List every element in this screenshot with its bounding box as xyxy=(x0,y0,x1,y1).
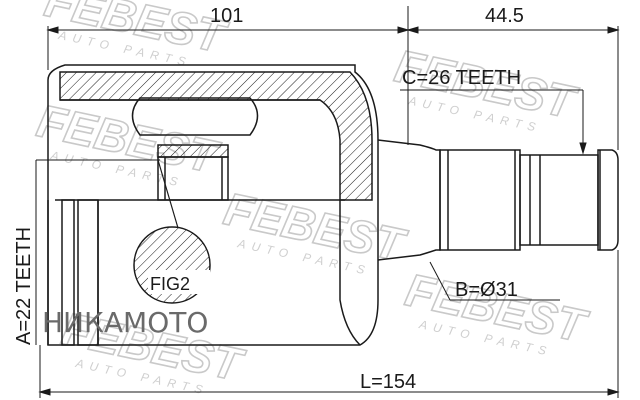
fig2-leader xyxy=(157,159,179,229)
inner-race-body xyxy=(157,156,229,201)
arrow-head xyxy=(579,142,587,155)
diameter-leader xyxy=(429,261,451,301)
shaft-body xyxy=(439,149,521,251)
dimensions xyxy=(35,6,620,398)
dimension-labels: 101 44.5 C=26 TEETH B=Ø31 L=154 A=22 TEE… xyxy=(13,5,524,393)
dim-label-outer-teeth: C=26 TEETH xyxy=(402,67,521,89)
inner-race-hatched xyxy=(157,144,229,158)
flange-groove-1 xyxy=(61,199,75,346)
fig2-label: FIG2 xyxy=(150,274,190,294)
dim-label-101: 101 xyxy=(210,5,243,27)
arrow-head xyxy=(607,388,620,396)
fig2-detail: FIG2 xyxy=(133,159,211,304)
arrow-head xyxy=(38,388,51,396)
shaft-tip xyxy=(597,149,619,251)
seller-stamp: НИКАМОТО xyxy=(42,306,208,339)
arrow-head xyxy=(46,26,59,34)
housing-outline xyxy=(47,64,379,346)
arrow-head xyxy=(406,26,419,34)
dim-label-shaft-diameter: B=Ø31 xyxy=(455,279,518,301)
fig2-label-bg xyxy=(148,270,210,294)
spline-section xyxy=(519,154,599,246)
dim-label-44-5: 44.5 xyxy=(485,5,524,27)
ball-race xyxy=(131,97,259,136)
arrow-head xyxy=(397,26,410,34)
arrow-head xyxy=(607,26,620,34)
lower-shoulder xyxy=(339,200,361,346)
dim-label-total-length: L=154 xyxy=(360,371,416,393)
dim-label-inner-teeth: A=22 TEETH xyxy=(13,227,35,345)
housing xyxy=(47,64,379,346)
shaft xyxy=(377,139,619,261)
